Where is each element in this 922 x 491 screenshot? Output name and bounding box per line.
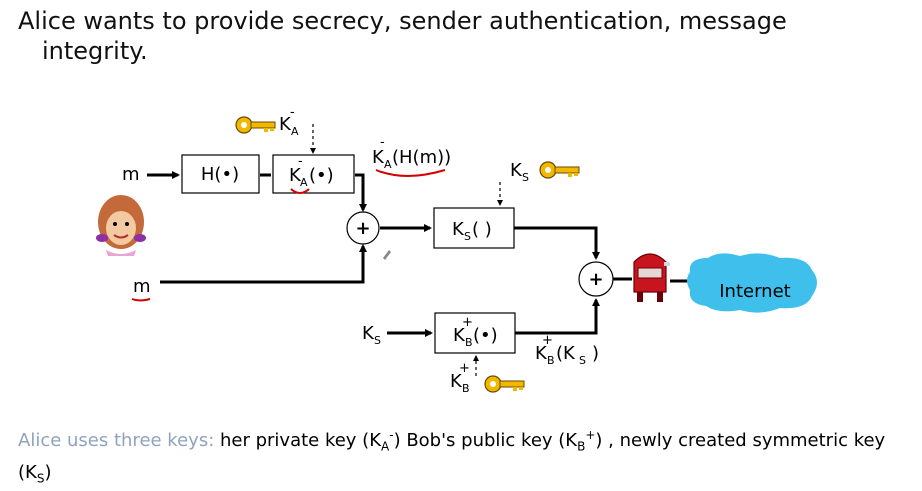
key-s-k: K: [510, 160, 523, 181]
sign-to-plus-arrow: [355, 173, 367, 212]
hash-box-label: H(•): [201, 164, 239, 185]
footer-text-4: (K: [18, 461, 37, 483]
sig-label-k: K: [372, 147, 385, 168]
kb-box-sup: +: [462, 315, 473, 330]
kb-out-tail-sub: S: [579, 354, 586, 367]
sign-box-sub: A: [300, 176, 308, 189]
key-a-sup: -: [290, 105, 295, 120]
sign-box-sup: -: [298, 154, 303, 169]
pen-cursor-icon: [383, 250, 391, 260]
footer-text-5: ): [44, 461, 52, 483]
ks-to-plus2-arrow: [514, 226, 600, 260]
kb-input-sub: S: [374, 334, 381, 347]
m-top-label: m: [122, 164, 140, 185]
footer-text-1: her private key (K: [214, 430, 382, 451]
alice-icon: [96, 195, 146, 256]
sig-label-sup: -: [380, 135, 385, 150]
footer-sub-1: A: [381, 439, 390, 454]
ks-box-k: K: [452, 219, 465, 240]
kb-to-plus2-arrow: [515, 298, 600, 335]
kb-box-sub: B: [465, 336, 473, 349]
title-line-1: Alice wants to provide secrecy, sender a…: [18, 7, 787, 35]
kb-out-sub: B: [547, 354, 555, 367]
hash-box: [181, 154, 260, 194]
plus-2-label: +: [588, 269, 603, 290]
key-b-sup: +: [459, 361, 470, 376]
kb-box-tail: (•): [473, 325, 498, 346]
mailbox-icon: [633, 253, 670, 302]
footer-sup-1: -: [389, 428, 394, 442]
kb-out-k: K: [535, 343, 548, 364]
kb-out-tail-end: ): [592, 343, 599, 364]
m-bottom-underline: [131, 298, 151, 302]
footer-text-3: ) , newly created symmetric key: [595, 430, 886, 451]
sig-label-tail: (H(m)): [392, 147, 451, 168]
footer-intro: Alice uses three keys:: [18, 430, 215, 451]
sig-label-underline: [375, 169, 446, 177]
sign-box-tail: (•): [309, 165, 334, 186]
key-a-k: K: [279, 114, 292, 135]
footer-sub-4: S: [36, 471, 45, 486]
internet-label: Internet: [719, 281, 790, 302]
key-b-icon: [484, 375, 525, 393]
ks-box-tail: ( ): [472, 219, 492, 240]
kb-box-k: K: [453, 325, 466, 346]
key-b-k: K: [450, 371, 463, 392]
m-bottom-to-plus-arrow: [160, 244, 367, 284]
key-s-sub: S: [522, 171, 529, 184]
key-a-sub: A: [291, 125, 299, 138]
key-s-icon: [539, 161, 580, 179]
sig-label-sub: A: [384, 158, 392, 171]
sign-box: [272, 154, 355, 194]
kb-out-tail: (K: [556, 343, 576, 364]
internet-cloud: [687, 253, 817, 313]
footer-sup-2: +: [585, 428, 596, 442]
footer-text: Alice uses three keys: her private key (…: [18, 422, 918, 491]
footer-sub-2: B: [577, 439, 586, 454]
footer-text-2: ) Bob's public key (K: [393, 430, 578, 451]
slide-title: Alice wants to provide secrecy, sender a…: [18, 6, 898, 66]
kb-out-sup: +: [542, 333, 553, 348]
kb-box: [434, 312, 516, 354]
title-line-2: integrity.: [42, 37, 148, 65]
ks-box-sub: S: [464, 230, 471, 243]
ks-box: [433, 207, 515, 249]
sign-box-k: K: [289, 165, 302, 186]
plus-1-label: +: [355, 218, 370, 239]
key-a-icon: [235, 116, 276, 134]
key-b-sub: B: [462, 382, 470, 395]
kb-input-k: K: [362, 323, 375, 344]
m-bottom-label: m: [133, 276, 151, 297]
sign-box-underline: [290, 188, 310, 194]
